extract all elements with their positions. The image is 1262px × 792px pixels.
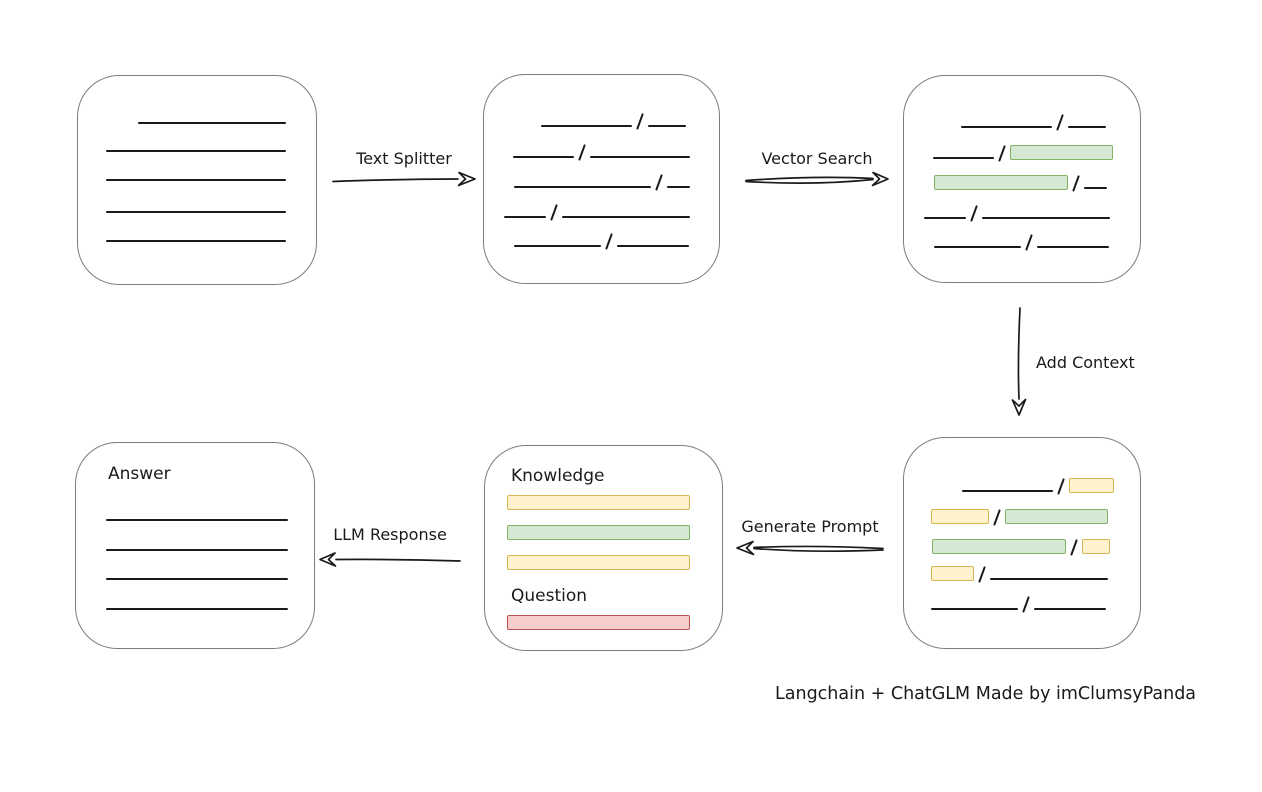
slash-separator <box>1025 234 1034 251</box>
chunk-text-line <box>514 186 651 188</box>
generate-prompt-arrow <box>736 540 884 556</box>
chunk-row <box>504 199 691 221</box>
slash-separator <box>1070 539 1079 556</box>
slash-separator <box>1057 478 1066 495</box>
text-line <box>106 240 286 242</box>
slash-separator <box>655 174 664 191</box>
slash-separator <box>998 145 1007 162</box>
generate-prompt-label: Generate Prompt <box>741 517 879 536</box>
chunk-text-line <box>933 157 994 159</box>
chunk-text-line <box>1037 246 1110 248</box>
vector-search-arrow <box>745 171 889 187</box>
chunk-text-line <box>934 246 1021 248</box>
chunk-text-line <box>1034 608 1107 610</box>
slash-separator <box>1056 114 1065 131</box>
prompt-node: Knowledge Question <box>484 445 723 651</box>
text-line <box>106 578 288 580</box>
green-chunk-highlight <box>932 539 1066 554</box>
chunk-text-line <box>667 186 691 188</box>
chunk-row <box>931 561 1109 583</box>
chunk-text-line <box>1084 187 1108 189</box>
search-result-node <box>903 75 1141 283</box>
chunk-row <box>933 140 1114 162</box>
knowledge-label: Knowledge <box>511 466 605 486</box>
llm-response-label: LLM Response <box>333 525 447 544</box>
answer-label: Answer <box>108 464 171 484</box>
green-chunk-highlight <box>934 175 1068 190</box>
slash-separator <box>978 566 987 583</box>
chunk-row <box>514 169 691 191</box>
document-node <box>77 75 317 285</box>
green-bar <box>507 525 690 540</box>
slash-separator <box>636 113 645 130</box>
slash-separator <box>550 204 559 221</box>
slash-separator <box>970 205 979 222</box>
text-line <box>106 608 288 610</box>
vector-search-label: Vector Search <box>761 149 873 168</box>
chunk-text-line <box>961 126 1052 128</box>
chunk-text-line <box>562 216 691 218</box>
yellow-chunk-highlight <box>1082 539 1111 554</box>
llm-response-arrow <box>319 552 461 567</box>
slash-separator <box>1072 175 1081 192</box>
yellow-chunk-highlight <box>931 566 974 581</box>
chunk-row <box>962 473 1115 495</box>
chunk-text-line <box>962 490 1053 492</box>
chunk-text-line <box>924 217 966 219</box>
chunk-text-line <box>504 216 546 218</box>
green-chunk-highlight <box>1005 509 1109 524</box>
chunk-text-line <box>590 156 691 158</box>
chunk-text-line <box>931 608 1018 610</box>
answer-node: Answer <box>75 442 315 649</box>
chunk-row <box>934 170 1108 192</box>
slash-separator <box>578 144 587 161</box>
text-line <box>106 150 286 152</box>
chunk-row <box>513 139 691 161</box>
text-splitter-arrow <box>332 171 476 187</box>
chunk-text-line <box>990 578 1109 580</box>
text-line <box>106 549 288 551</box>
chunk-text-line <box>541 125 632 127</box>
slash-separator <box>993 509 1002 526</box>
text-line <box>138 122 286 124</box>
chunk-row <box>931 591 1107 613</box>
text-splitter-label: Text Splitter <box>356 149 452 168</box>
yellow-bar <box>507 495 690 510</box>
chunk-text-line <box>1068 126 1107 128</box>
chunk-row <box>931 504 1109 526</box>
chunk-row <box>934 229 1110 251</box>
yellow-bar <box>507 555 690 570</box>
caption: Langchain + ChatGLM Made by imClumsyPand… <box>775 684 1197 704</box>
question-label: Question <box>511 586 588 606</box>
slash-separator <box>1022 596 1031 613</box>
add-context-label: Add Context <box>1036 353 1135 372</box>
red-bar <box>507 615 690 630</box>
chunk-text-line <box>982 217 1111 219</box>
yellow-chunk-highlight <box>1069 478 1115 493</box>
chunk-row <box>924 200 1111 222</box>
add-context-arrow <box>1011 307 1027 416</box>
chunk-row <box>514 228 690 250</box>
yellow-chunk-highlight <box>931 509 989 524</box>
slash-separator <box>605 233 614 250</box>
chunk-text-line <box>514 245 601 247</box>
chunk-text-line <box>648 125 687 127</box>
text-line <box>106 179 286 181</box>
chunk-text-line <box>513 156 574 158</box>
green-chunk-highlight <box>1010 145 1114 160</box>
chunks-node <box>483 74 720 284</box>
chunk-row <box>541 108 687 130</box>
chunk-text-line <box>617 245 690 247</box>
chunk-row <box>932 534 1111 556</box>
context-node <box>903 437 1141 649</box>
text-line <box>106 519 288 521</box>
chunk-row <box>961 109 1107 131</box>
text-line <box>106 211 286 213</box>
